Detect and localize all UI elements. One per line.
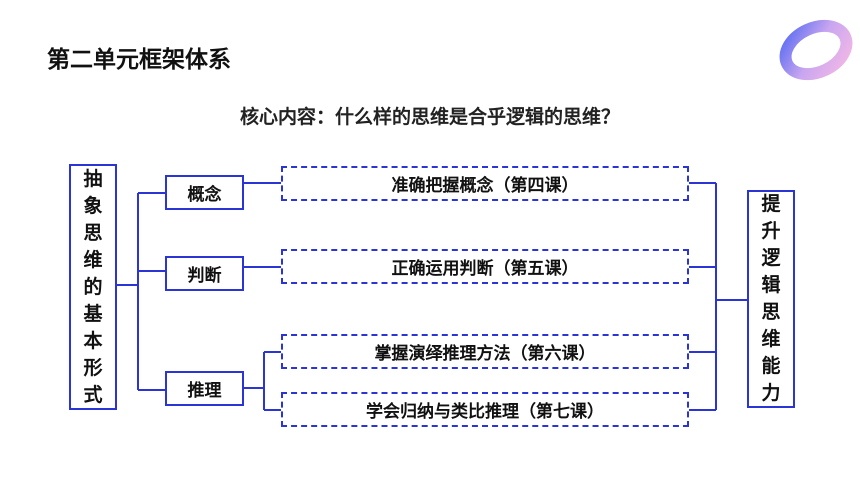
item-box: 掌握演绎推理方法（第六课）: [281, 334, 689, 369]
left-char: 思: [83, 221, 103, 244]
subtitle: 核心内容：什么样的思维是合乎逻辑的思维？: [239, 106, 620, 128]
right-goal-box: 提 升 逻 辑 思 维 能 力: [747, 190, 795, 408]
left-char: 式: [83, 383, 103, 406]
item-box: 学会归纳与类比推理（第七课）: [281, 392, 689, 427]
category-box-concept: 概念: [165, 175, 244, 210]
right-char: 能: [761, 355, 781, 377]
ring-decoration-icon: [779, 19, 853, 81]
left-char: 形: [83, 356, 103, 379]
item-box: 准确把握概念（第四课）: [281, 166, 689, 201]
category-label: 概念: [187, 185, 222, 205]
item-label: 正确运用判断（第五课）: [391, 259, 579, 279]
right-char: 提: [761, 193, 781, 215]
category-label: 推理: [187, 381, 222, 401]
item-label: 准确把握概念（第四课）: [391, 176, 579, 196]
left-char: 的: [83, 275, 103, 298]
item-label: 掌握演绎推理方法（第六课）: [374, 344, 596, 364]
right-char: 维: [761, 328, 781, 350]
left-char: 抽: [83, 167, 103, 190]
left-char: 本: [83, 329, 103, 352]
right-char: 逻: [761, 247, 781, 269]
right-char: 力: [761, 382, 781, 404]
right-char: 辑: [761, 274, 781, 296]
category-box-judgment: 判断: [165, 256, 244, 291]
right-char: 思: [761, 301, 781, 323]
category-label: 判断: [187, 266, 222, 286]
item-box: 正确运用判断（第五课）: [281, 249, 689, 284]
category-box-reasoning: 推理: [165, 371, 244, 406]
page-title: 第二单元框架体系: [47, 47, 231, 73]
left-char: 维: [83, 248, 103, 271]
left-concept-box: 抽 象 思 维 的 基 本 形 式: [69, 164, 117, 410]
left-char: 象: [83, 194, 103, 217]
left-char: 基: [83, 302, 103, 325]
right-char: 升: [761, 220, 781, 242]
item-label: 学会归纳与类比推理（第七课）: [366, 402, 604, 422]
